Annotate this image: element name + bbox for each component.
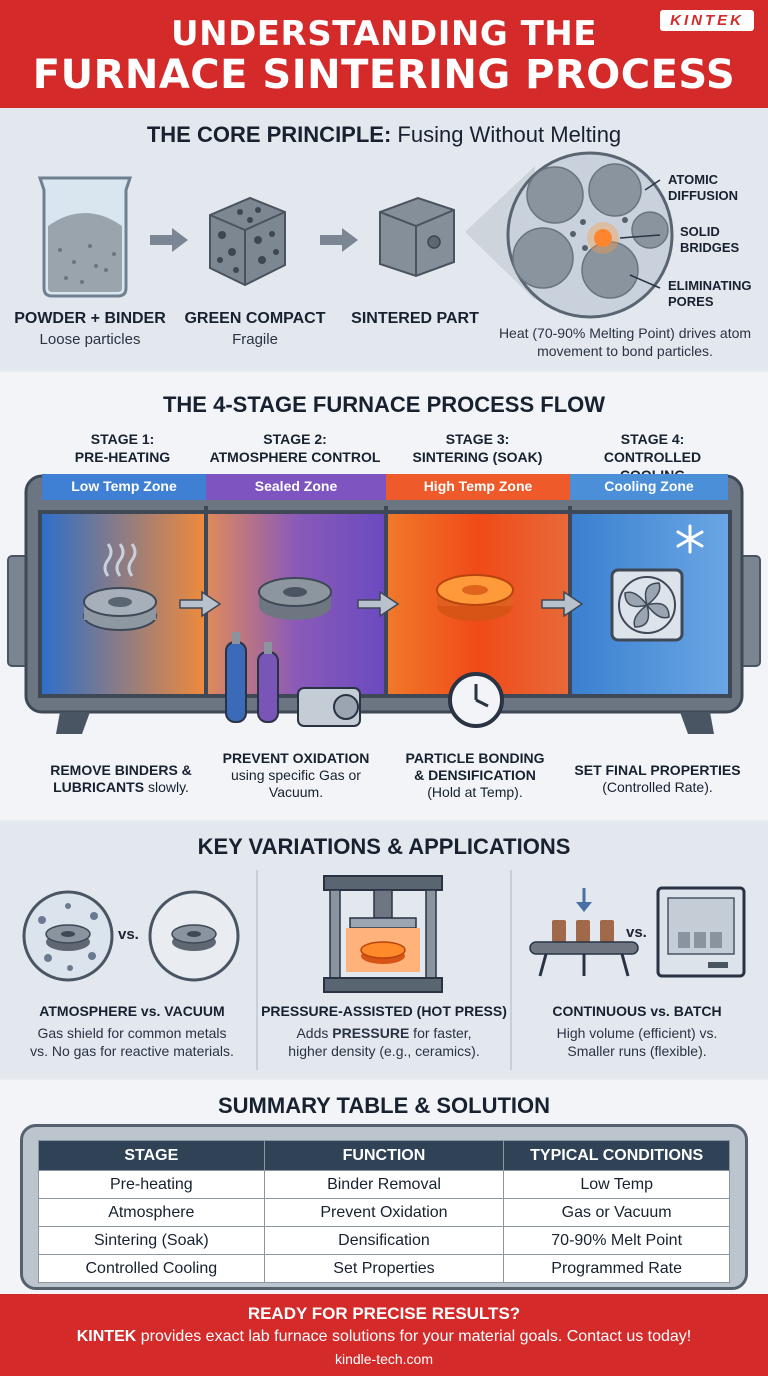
- variation-1-title: ATMOSPHERE vs. VACUUM: [39, 1003, 225, 1019]
- zone-high-temp: High Temp Zone: [423, 478, 533, 494]
- furnace-illustration: [7, 474, 761, 734]
- beaker-icon: [37, 176, 133, 298]
- table-cell: Prevent Oxidation: [263, 1198, 505, 1227]
- table-header-row: STAGE FUNCTION TYPICAL CONDITIONS: [38, 1140, 730, 1171]
- green-compact-sub: Fragile: [232, 331, 278, 348]
- variation-2-description: Adds PRESSURE for faster,higher density …: [288, 1025, 480, 1059]
- callout-eliminating-pores: ELIMINATING PORES: [668, 278, 752, 309]
- table-cell: Gas or Vacuum: [503, 1198, 730, 1227]
- table-cell: 70-90% Melt Point: [503, 1226, 730, 1255]
- divider: [256, 870, 258, 1070]
- footer-message: KINTEK provides exact lab furnace soluti…: [76, 1328, 692, 1345]
- variation-2-title: PRESSURE-ASSISTED (HOT PRESS): [261, 1003, 507, 1019]
- core-principle-title: THE CORE PRINCIPLE: Fusing Without Melti…: [146, 122, 622, 147]
- column-header: STAGE: [38, 1140, 265, 1171]
- column-header: FUNCTION: [263, 1140, 505, 1171]
- powder-binder-label: POWDER + BINDER: [14, 310, 166, 327]
- variation-3-description: High volume (efficient) vs.Smaller runs …: [556, 1025, 718, 1059]
- table-row: Pre-heating Binder Removal Low Temp: [38, 1170, 730, 1199]
- variations-title: KEY VARIATIONS & APPLICATIONS: [197, 834, 571, 859]
- microstructure-zoom: [465, 151, 674, 319]
- title-line-2: FURNACE SINTERING PROCESS: [32, 52, 736, 98]
- callout-solid-bridges: SOLID BRIDGES: [680, 224, 740, 255]
- table-row: Sintering (Soak) Densification 70-90% Me…: [38, 1226, 730, 1255]
- table-row: Atmosphere Prevent Oxidation Gas or Vacu…: [38, 1198, 730, 1227]
- powder-binder-sub: Loose particles: [39, 331, 141, 348]
- stage-1-description: REMOVE BINDERS & LUBRICANTS slowly.: [50, 762, 192, 795]
- hot-press-icon: [323, 875, 443, 993]
- sintered-part-label: SINTERED PART: [351, 310, 479, 327]
- column-header: TYPICAL CONDITIONS: [503, 1140, 730, 1171]
- sintered-part-icon: [379, 196, 455, 278]
- callout-atomic-diffusion: ATOMIC DIFFUSION: [668, 172, 739, 203]
- header-banner: UNDERSTANDING THE FURNACE SINTERING PROC…: [0, 0, 768, 108]
- table-cell: Binder Removal: [263, 1170, 505, 1199]
- footer-cta: READY FOR PRECISE RESULTS?: [247, 1304, 521, 1323]
- kintek-logo: KINTEK: [660, 10, 754, 31]
- continuous-vs-batch-icon: [529, 886, 746, 978]
- summary-table: STAGE FUNCTION TYPICAL CONDITIONS Pre-he…: [38, 1140, 730, 1283]
- table-cell: Controlled Cooling: [38, 1254, 265, 1283]
- atmosphere-vs-vacuum-icon: [22, 890, 240, 982]
- stage-4-description: SET FINAL PROPERTIES(Controlled Rate).: [574, 762, 741, 795]
- vs-label: vs.: [626, 924, 647, 941]
- footer-url-link[interactable]: kindle-tech.com: [334, 1351, 434, 1367]
- stage-1-heading: STAGE 1: PRE-HEATING: [74, 431, 171, 465]
- table-cell: Programmed Rate: [503, 1254, 730, 1283]
- green-compact-icon: [209, 196, 286, 287]
- table-cell: Sintering (Soak): [38, 1226, 265, 1255]
- green-compact-label: GREEN COMPACT: [184, 310, 326, 327]
- stage-2-heading: STAGE 2: ATMOSPHERE CONTROL: [209, 431, 381, 465]
- table-row: Controlled Cooling Set Properties Progra…: [38, 1254, 730, 1283]
- summary-title: SUMMARY TABLE & SOLUTION: [217, 1093, 551, 1118]
- stage-3-description: PARTICLE BONDING & DENSIFICATION(Hold at…: [405, 750, 545, 800]
- core-principle-note: Heat (70-90% Melting Point) drives atom …: [498, 325, 752, 359]
- footer-banner: READY FOR PRECISE RESULTS? KINTEK provid…: [0, 1294, 768, 1376]
- table-cell: Atmosphere: [38, 1198, 265, 1227]
- variation-3-title: CONTINUOUS vs. BATCH: [552, 1003, 722, 1019]
- arrow-right-icon: [320, 228, 358, 252]
- arrow-right-icon: [150, 228, 188, 252]
- zone-low-temp: Low Temp Zone: [71, 478, 177, 494]
- divider: [510, 870, 512, 1070]
- table-cell: Set Properties: [263, 1254, 505, 1283]
- zone-cooling: Cooling Zone: [604, 478, 694, 494]
- table-cell: Pre-heating: [38, 1170, 265, 1199]
- table-cell: Low Temp: [503, 1170, 730, 1199]
- vs-label: vs.: [118, 926, 139, 943]
- stage-3-heading: STAGE 3: SINTERING (SOAK): [412, 431, 543, 465]
- title-line-1: UNDERSTANDING THE: [171, 14, 597, 54]
- process-flow-title: THE 4-STAGE FURNACE PROCESS FLOW: [162, 392, 606, 417]
- table-cell: Densification: [263, 1226, 505, 1255]
- zone-sealed: Sealed Zone: [254, 478, 338, 494]
